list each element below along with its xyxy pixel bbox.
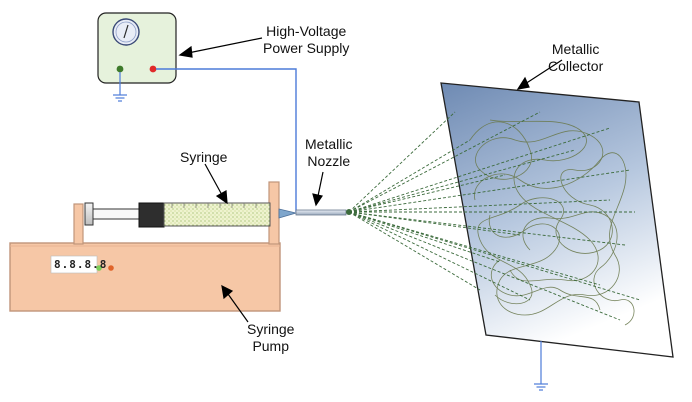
label-collector-line1: Metallic bbox=[551, 41, 600, 57]
ground-symbol-icon bbox=[534, 341, 548, 391]
voltmeter-dial-icon bbox=[112, 18, 140, 46]
label-pump-line1: Syringe bbox=[247, 321, 295, 337]
pump-indicator-orange bbox=[108, 265, 114, 271]
label-power-supply: High-Voltage Power Supply bbox=[263, 23, 349, 57]
label-arrows bbox=[178, 37, 563, 323]
label-syringe: Syringe bbox=[180, 149, 227, 166]
fiber-mat bbox=[469, 119, 635, 326]
ground-terminal bbox=[116, 65, 124, 73]
power-supply-box bbox=[97, 12, 177, 84]
pump-display-panel bbox=[50, 255, 98, 274]
syringe-barrel bbox=[163, 202, 271, 227]
label-power-supply-line1: High-Voltage bbox=[266, 23, 347, 39]
syringe bbox=[84, 202, 298, 228]
label-pump: Syringe Pump bbox=[247, 321, 294, 355]
metallic-nozzle bbox=[295, 209, 347, 216]
syringe-pump bbox=[9, 181, 281, 312]
label-power-supply-line2: Power Supply bbox=[263, 40, 350, 56]
label-collector: Metallic Collector bbox=[548, 41, 603, 75]
plunger-rod bbox=[92, 208, 140, 220]
label-collector-line2: Collector bbox=[548, 58, 604, 74]
syringe-tip bbox=[278, 208, 298, 219]
power-supply bbox=[97, 12, 177, 84]
high-voltage-terminal bbox=[149, 65, 157, 73]
label-syringe-text: Syringe bbox=[180, 149, 228, 165]
label-nozzle-line2: Nozzle bbox=[307, 153, 351, 169]
fiber-jet-spray bbox=[348, 111, 641, 321]
pump-display-readout: 8.8.8.8 bbox=[54, 258, 108, 271]
label-nozzle-line1: Metallic bbox=[305, 136, 353, 152]
ground-symbol-icon bbox=[113, 72, 127, 102]
pump-indicator-green bbox=[96, 265, 102, 271]
label-nozzle: Metallic Nozzle bbox=[305, 136, 352, 170]
label-pump-line2: Pump bbox=[252, 338, 290, 354]
high-voltage-wire bbox=[156, 68, 297, 212]
pump-body bbox=[9, 242, 281, 312]
pump-rail-left bbox=[73, 203, 84, 245]
metallic-collector bbox=[440, 82, 674, 358]
plunger-thumb bbox=[84, 202, 94, 226]
syringe-flange bbox=[138, 202, 165, 228]
